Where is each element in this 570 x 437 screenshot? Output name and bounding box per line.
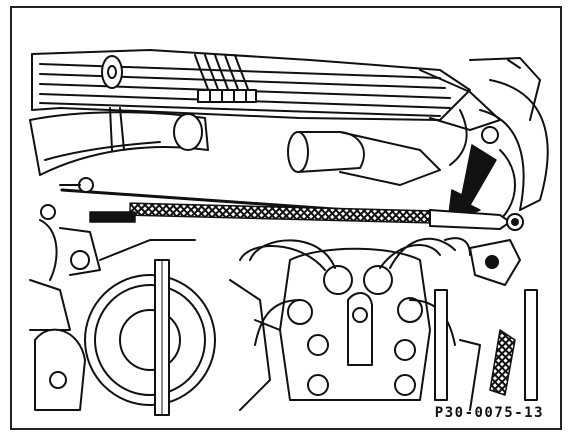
intake-pipe (287, 131, 441, 186)
distributor-cap (239, 237, 456, 401)
air-duct (449, 79, 549, 221)
figure-code: P30-0075-13 (434, 405, 544, 421)
left-bracket (29, 204, 101, 331)
pulley (84, 239, 216, 416)
lower-left-assembly (34, 279, 281, 411)
throttle-body-lever (434, 237, 538, 411)
pointer-arrow (447, 144, 497, 223)
hose-clamp (101, 55, 123, 89)
throttle-linkage-rod (59, 177, 524, 231)
spark-plug-wires (194, 54, 257, 103)
upper-hose (29, 107, 209, 176)
